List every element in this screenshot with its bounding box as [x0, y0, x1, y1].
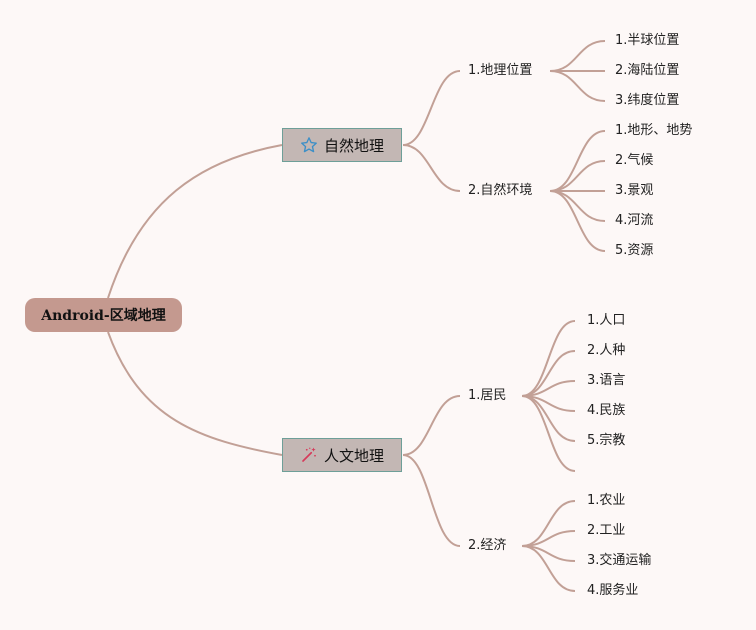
leaf-node[interactable]: 2.海陆位置 [615, 63, 680, 78]
connector-leaf [521, 395, 576, 472]
connector-leaf [549, 160, 606, 192]
subtopic-natural-env[interactable]: 2.自然环境 [468, 183, 533, 198]
leaf-node[interactable]: 2.工业 [587, 523, 626, 538]
leaf-node[interactable]: 3.语言 [587, 373, 626, 388]
connector-leaf [549, 70, 606, 102]
branch-label: 人文地理 [323, 446, 384, 465]
connector-root-natural [107, 144, 283, 299]
connector-branch-sub [402, 144, 461, 192]
leaf-node[interactable]: 4.服务业 [587, 583, 639, 598]
subtopic-location[interactable]: 1.地理位置 [468, 63, 533, 78]
leaf-node[interactable]: 4.民族 [587, 403, 626, 418]
connector-branch-sub [402, 395, 461, 456]
subtopic-economy[interactable]: 2.经济 [468, 538, 507, 553]
root-node[interactable]: Android-区域地理 [25, 298, 182, 332]
leaf-node[interactable]: 5.宗教 [587, 433, 626, 448]
branch-label: 自然地理 [323, 136, 384, 155]
connector-leaf [549, 130, 606, 192]
leaf-node[interactable]: 3.纬度位置 [615, 93, 680, 108]
leaf-node[interactable]: 3.景观 [615, 183, 654, 198]
leaf-node[interactable]: 5.资源 [615, 243, 654, 258]
star-icon [300, 136, 318, 154]
leaf-node[interactable]: 2.人种 [587, 343, 626, 358]
connector-leaf [549, 40, 606, 72]
connector-lines [107, 40, 606, 592]
connector-leaf [521, 545, 576, 592]
leaf-node[interactable]: 3.交通运输 [587, 553, 652, 568]
connector-leaf [549, 190, 606, 252]
leaf-node[interactable]: 4.河流 [615, 213, 654, 228]
branch-node-human-geography[interactable]: 人文地理 [282, 438, 402, 472]
leaf-node[interactable]: 1.半球位置 [615, 33, 680, 48]
connector-root-human [107, 331, 283, 456]
leaf-node[interactable]: 1.农业 [587, 493, 626, 508]
connector-branch-sub [402, 70, 461, 146]
magic-wand-icon [300, 446, 318, 464]
branch-node-natural-geography[interactable]: 自然地理 [282, 128, 402, 162]
subtopic-residents[interactable]: 1.居民 [468, 388, 507, 403]
connector-branch-sub [402, 454, 461, 547]
connector-leaf [521, 320, 576, 397]
leaf-node[interactable]: 1.地形、地势 [615, 123, 693, 138]
leaf-node[interactable]: 2.气候 [615, 153, 654, 168]
connector-leaf [549, 190, 606, 222]
leaf-node[interactable]: 1.人口 [587, 313, 626, 328]
